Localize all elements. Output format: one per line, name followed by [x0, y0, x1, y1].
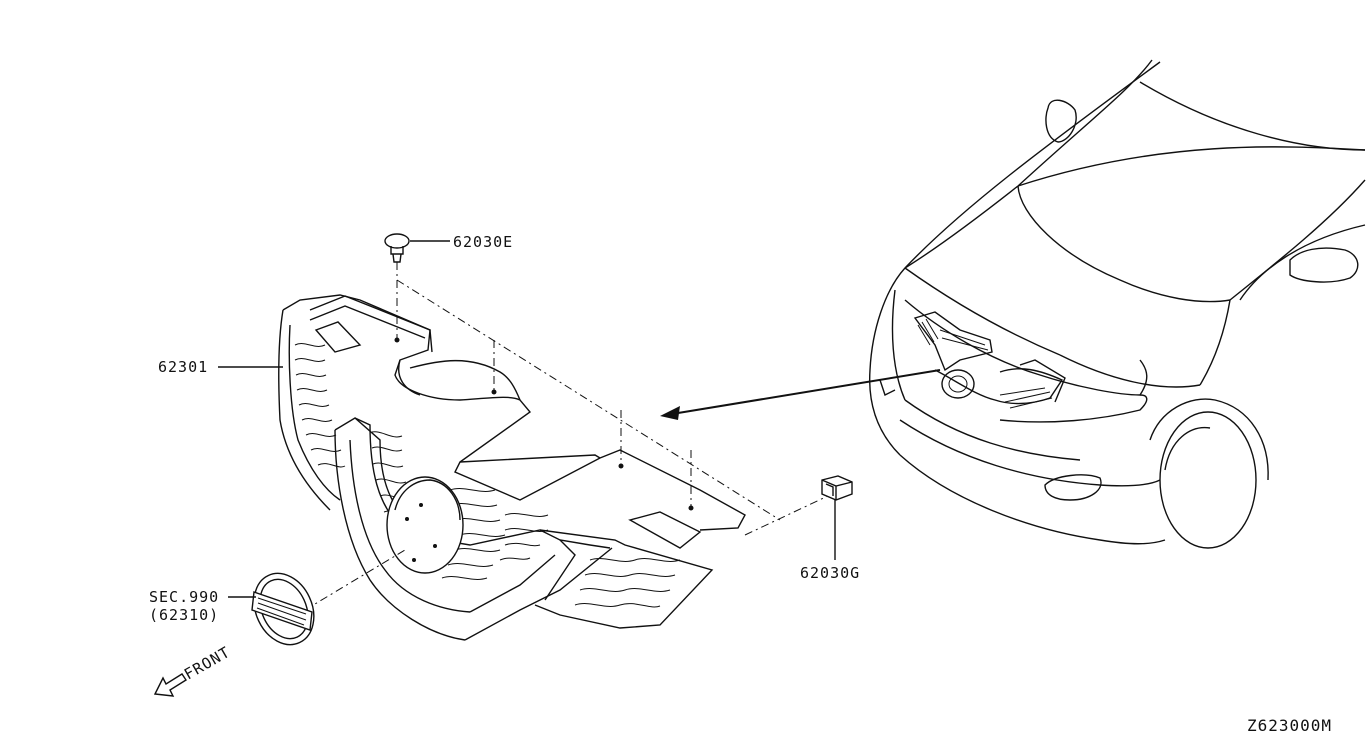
grille-assembly [278, 294, 746, 641]
vehicle-front-view [868, 59, 1366, 549]
left-mesh [294, 343, 346, 468]
lower-mesh [574, 558, 681, 608]
clip-62030g-part [821, 475, 853, 560]
center-mesh [371, 431, 549, 580]
label-62030e: 62030E [453, 233, 513, 251]
label-sec-990: SEC.990 [149, 588, 219, 606]
diagram-code: Z623000M [1247, 716, 1332, 735]
label-62301: 62301 [158, 358, 208, 376]
label-62030g: 62030G [800, 564, 860, 582]
label-front: FRONT [181, 643, 233, 684]
location-arrow [660, 369, 941, 420]
clip-62030e-part [384, 233, 450, 263]
alignment-lines [304, 262, 831, 611]
emblem-part [228, 572, 315, 646]
front-direction-arrow [153, 673, 187, 697]
label-62310: (62310) [149, 606, 219, 624]
